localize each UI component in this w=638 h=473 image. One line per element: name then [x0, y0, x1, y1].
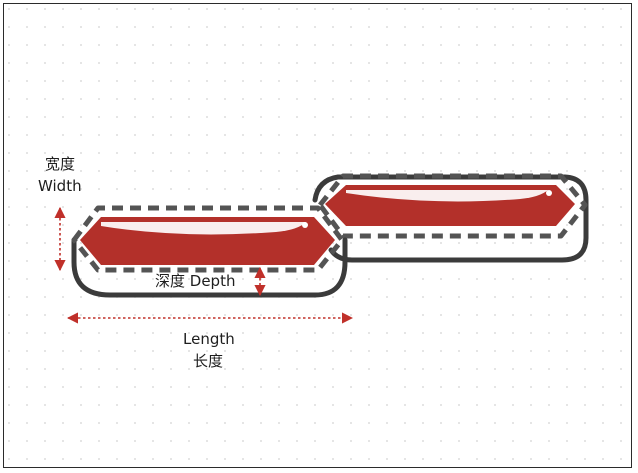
right-tray-shine	[546, 190, 552, 196]
left-tray-outline	[71, 237, 348, 298]
length-label-cn: 长度	[193, 352, 223, 370]
right-tray	[312, 173, 589, 263]
left-tray-highlight	[101, 222, 306, 235]
right-tray-dashed-boundary	[317, 173, 588, 239]
width-label-cn: 宽度	[45, 155, 75, 173]
left-tray-dashed-boundary	[71, 205, 345, 273]
length-label-en: Length	[183, 330, 235, 348]
left-tray-shine	[302, 222, 308, 228]
right-tray-highlight	[346, 190, 548, 202]
depth-label: 深度 Depth	[155, 272, 235, 290]
left-tray	[71, 205, 348, 298]
width-label-en: Width	[38, 177, 82, 195]
